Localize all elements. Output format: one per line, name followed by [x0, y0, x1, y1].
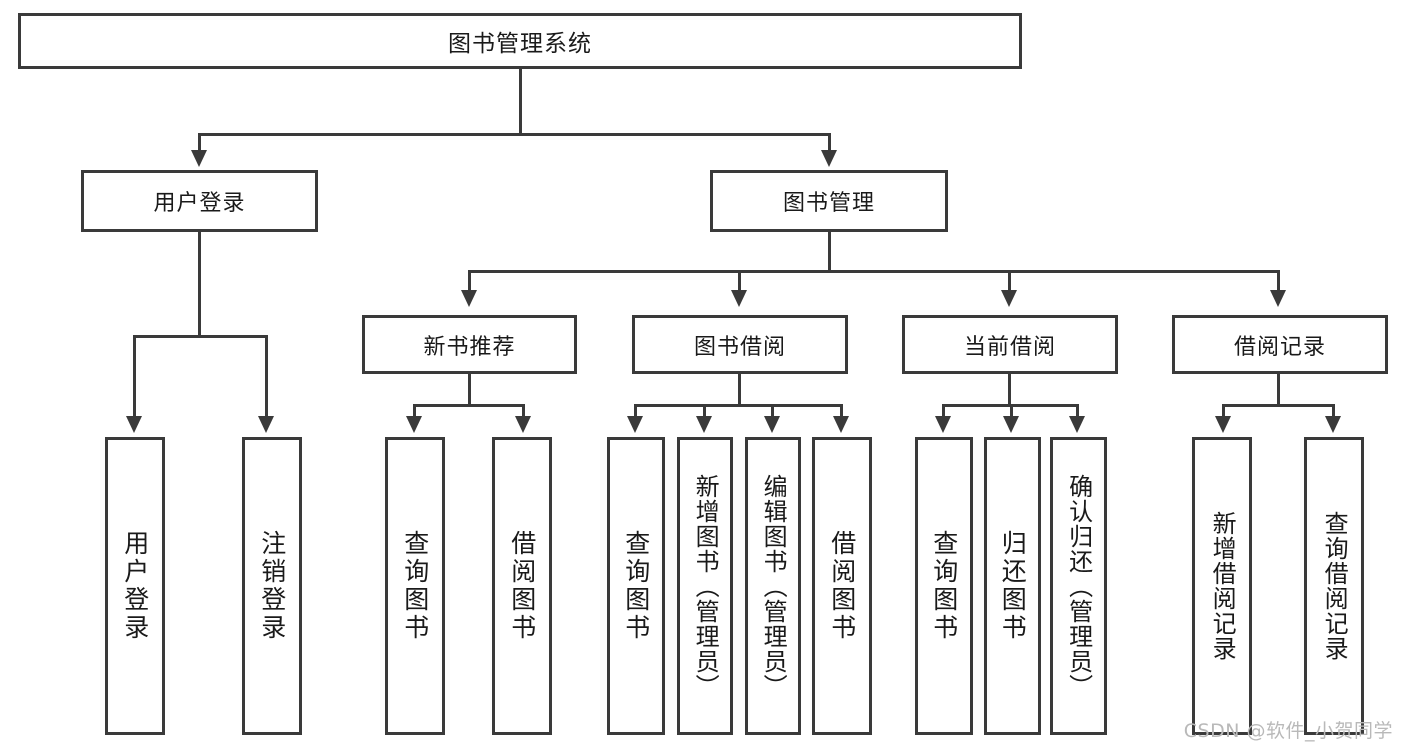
- connector-new-book-to-leaf-1: [413, 404, 416, 418]
- connector-current-borrow-stem: [1008, 374, 1011, 404]
- arrowhead-book-borrow-leaf-2: [696, 416, 712, 433]
- node-borrow-record[interactable]: 借阅记录: [1172, 315, 1388, 374]
- leaf-current-borrow-return-book[interactable]: 归还图书: [984, 437, 1041, 735]
- leaf-label: 查询图书: [400, 530, 430, 642]
- arrowhead-user-login-leaf-2: [258, 416, 274, 433]
- arrowhead-current-borrow-leaf-2: [1003, 416, 1019, 433]
- arrowhead-current-borrow-leaf-1: [935, 416, 951, 433]
- arrowhead-book-manage-current-borrow: [1001, 290, 1017, 307]
- node-book-borrow[interactable]: 图书借阅: [632, 315, 848, 374]
- arrowhead-user-login-leaf-1: [126, 416, 142, 433]
- arrowhead-book-manage-new-book: [461, 290, 477, 307]
- connector-current-borrow-to-leaf-2: [1010, 404, 1013, 418]
- connector-book-manage-to-borrow-record: [1277, 270, 1280, 292]
- connector-new-book-to-leaf-2: [522, 404, 525, 418]
- leaf-book-borrow-query-book[interactable]: 查询图书: [607, 437, 665, 735]
- connector-new-book-stem: [468, 374, 471, 404]
- connector-borrow-record-stem: [1277, 374, 1280, 404]
- arrowhead-root-to-user-login: [191, 150, 207, 167]
- arrowhead-book-manage-book-borrow: [731, 290, 747, 307]
- node-root-system[interactable]: 图书管理系统: [18, 13, 1022, 69]
- arrowhead-new-book-leaf-2: [515, 416, 531, 433]
- connector-root-to-book-manage: [828, 133, 831, 153]
- node-label: 图书管理系统: [448, 31, 592, 57]
- leaf-label: 借阅图书: [507, 530, 537, 642]
- connector-root-to-user-login: [198, 133, 201, 153]
- leaf-label: 新增图书（管理员）: [691, 473, 720, 699]
- leaf-new-book-query-book[interactable]: 查询图书: [385, 437, 445, 735]
- node-label: 借阅记录: [1233, 334, 1326, 360]
- node-new-book-recommend[interactable]: 新书推荐: [362, 315, 577, 374]
- leaf-label: 注销登录: [257, 530, 287, 642]
- connector-book-manage-to-current-borrow: [1008, 270, 1011, 292]
- leaf-book-borrow-edit-book-admin[interactable]: 编辑图书（管理员）: [745, 437, 801, 735]
- node-label: 图书管理: [782, 191, 875, 216]
- connector-new-book-bus: [413, 404, 525, 407]
- leaf-book-borrow-borrow-book[interactable]: 借阅图书: [812, 437, 872, 735]
- node-user-login[interactable]: 用户登录: [81, 170, 318, 232]
- connector-book-borrow-to-leaf-2: [703, 404, 706, 418]
- leaf-label: 借阅图书: [827, 530, 857, 642]
- node-label: 新书推荐: [423, 334, 516, 360]
- connector-borrow-record-to-leaf-2: [1332, 404, 1335, 418]
- node-current-borrow[interactable]: 当前借阅: [902, 315, 1118, 374]
- connector-borrow-record-bus: [1222, 404, 1335, 407]
- connector-user-login-bus: [133, 335, 268, 338]
- leaf-label: 新增借阅记录: [1208, 511, 1237, 661]
- leaf-label: 用户登录: [120, 530, 150, 642]
- arrowhead-new-book-leaf-1: [406, 416, 422, 433]
- connector-user-login-to-leaf-1: [133, 335, 136, 418]
- arrowhead-book-borrow-leaf-3: [764, 416, 780, 433]
- connector-book-borrow-to-leaf-1: [634, 404, 637, 418]
- leaf-user-login-logout[interactable]: 注销登录: [242, 437, 302, 735]
- leaf-label: 归还图书: [998, 530, 1028, 642]
- connector-user-login-to-leaf-2: [265, 335, 268, 418]
- leaf-label: 查询图书: [929, 530, 959, 642]
- leaf-label: 编辑图书（管理员）: [759, 473, 788, 699]
- arrowhead-root-to-book-manage: [821, 150, 837, 167]
- leaf-user-login-login[interactable]: 用户登录: [105, 437, 165, 735]
- connector-book-borrow-stem: [738, 374, 741, 404]
- connector-root-bus: [198, 133, 831, 136]
- node-book-manage[interactable]: 图书管理: [710, 170, 948, 232]
- arrowhead-borrow-record-leaf-1: [1215, 416, 1231, 433]
- leaf-new-book-borrow-book[interactable]: 借阅图书: [492, 437, 552, 735]
- node-label: 用户登录: [153, 191, 246, 216]
- leaf-borrow-record-query-record[interactable]: 查询借阅记录: [1304, 437, 1364, 735]
- connector-book-manage-stem: [828, 232, 831, 270]
- leaf-label: 查询图书: [621, 530, 651, 642]
- arrowhead-borrow-record-leaf-2: [1325, 416, 1341, 433]
- leaf-borrow-record-add-record[interactable]: 新增借阅记录: [1192, 437, 1252, 735]
- leaf-label: 确认归还（管理员）: [1064, 473, 1093, 699]
- connector-user-login-stem: [198, 232, 201, 335]
- node-label: 当前借阅: [963, 334, 1056, 360]
- connector-borrow-record-to-leaf-1: [1222, 404, 1225, 418]
- connector-book-manage-to-book-borrow: [738, 270, 741, 292]
- connector-current-borrow-to-leaf-1: [942, 404, 945, 418]
- connector-book-manage-bus: [468, 270, 1280, 273]
- connector-current-borrow-to-leaf-3: [1076, 404, 1079, 418]
- arrowhead-book-borrow-leaf-1: [627, 416, 643, 433]
- connector-book-manage-to-new-book: [468, 270, 471, 292]
- leaf-current-borrow-confirm-return-admin[interactable]: 确认归还（管理员）: [1050, 437, 1107, 735]
- leaf-label: 查询借阅记录: [1320, 511, 1349, 661]
- leaf-current-borrow-query-book[interactable]: 查询图书: [915, 437, 973, 735]
- connector-book-borrow-to-leaf-3: [771, 404, 774, 418]
- connector-book-borrow-bus: [634, 404, 843, 407]
- connector-book-borrow-to-leaf-4: [840, 404, 843, 418]
- leaf-book-borrow-add-book-admin[interactable]: 新增图书（管理员）: [677, 437, 733, 735]
- connector-root-stem: [519, 69, 522, 133]
- node-label: 图书借阅: [693, 334, 786, 360]
- arrowhead-current-borrow-leaf-3: [1069, 416, 1085, 433]
- arrowhead-book-manage-borrow-record: [1270, 290, 1286, 307]
- arrowhead-book-borrow-leaf-4: [833, 416, 849, 433]
